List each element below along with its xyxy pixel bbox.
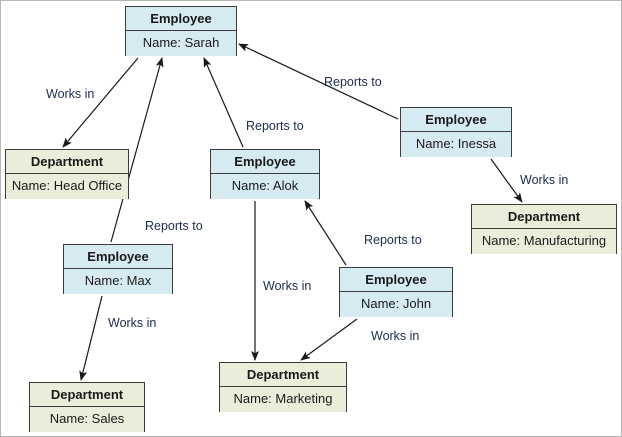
- edge-max-to-sales: [79, 295, 103, 381]
- edge-inessa-to-sarah: [238, 43, 399, 120]
- edge-max-to-sarah: [110, 57, 164, 243]
- node-property: Name: Marketing: [220, 387, 346, 412]
- edge-label-e1: Works in: [46, 87, 95, 101]
- node-property: Name: Head Office: [6, 174, 128, 199]
- edge-label-e5: Works in: [263, 279, 312, 293]
- node-property: Name: Manufacturing: [472, 229, 616, 254]
- edge-label-e9: Works in: [520, 173, 569, 187]
- edge-john-to-alok: [304, 200, 347, 266]
- node-title: Department: [30, 383, 144, 407]
- node-property: Name: John: [340, 292, 452, 317]
- edge-label-e8: Reports to: [324, 75, 382, 89]
- node-title: Department: [220, 363, 346, 387]
- edge-label-e7: Works in: [371, 329, 420, 343]
- node-title: Employee: [211, 150, 319, 174]
- edge-label-e2: Reports to: [145, 219, 203, 233]
- node-title: Employee: [126, 7, 236, 31]
- node-title: Department: [6, 150, 128, 174]
- node-property: Name: Sarah: [126, 31, 236, 56]
- node-property: Name: Sales: [30, 407, 144, 432]
- node-title: Employee: [401, 108, 511, 132]
- node-property: Name: Inessa: [401, 132, 511, 157]
- node-title: Employee: [64, 245, 172, 269]
- edge-label-e4: Reports to: [246, 119, 304, 133]
- node-property: Name: Alok: [211, 174, 319, 199]
- node-property: Name: Max: [64, 269, 172, 294]
- edge-inessa-to-manufacturing: [490, 158, 523, 203]
- edge-sarah-to-head_office: [62, 57, 139, 148]
- edge-label-e6: Reports to: [364, 233, 422, 247]
- edge-john-to-marketing: [300, 318, 358, 361]
- node-title: Department: [472, 205, 616, 229]
- node-title: Employee: [340, 268, 452, 292]
- edge-alok-to-sarah: [203, 57, 244, 148]
- edge-label-e3: Works in: [108, 316, 157, 330]
